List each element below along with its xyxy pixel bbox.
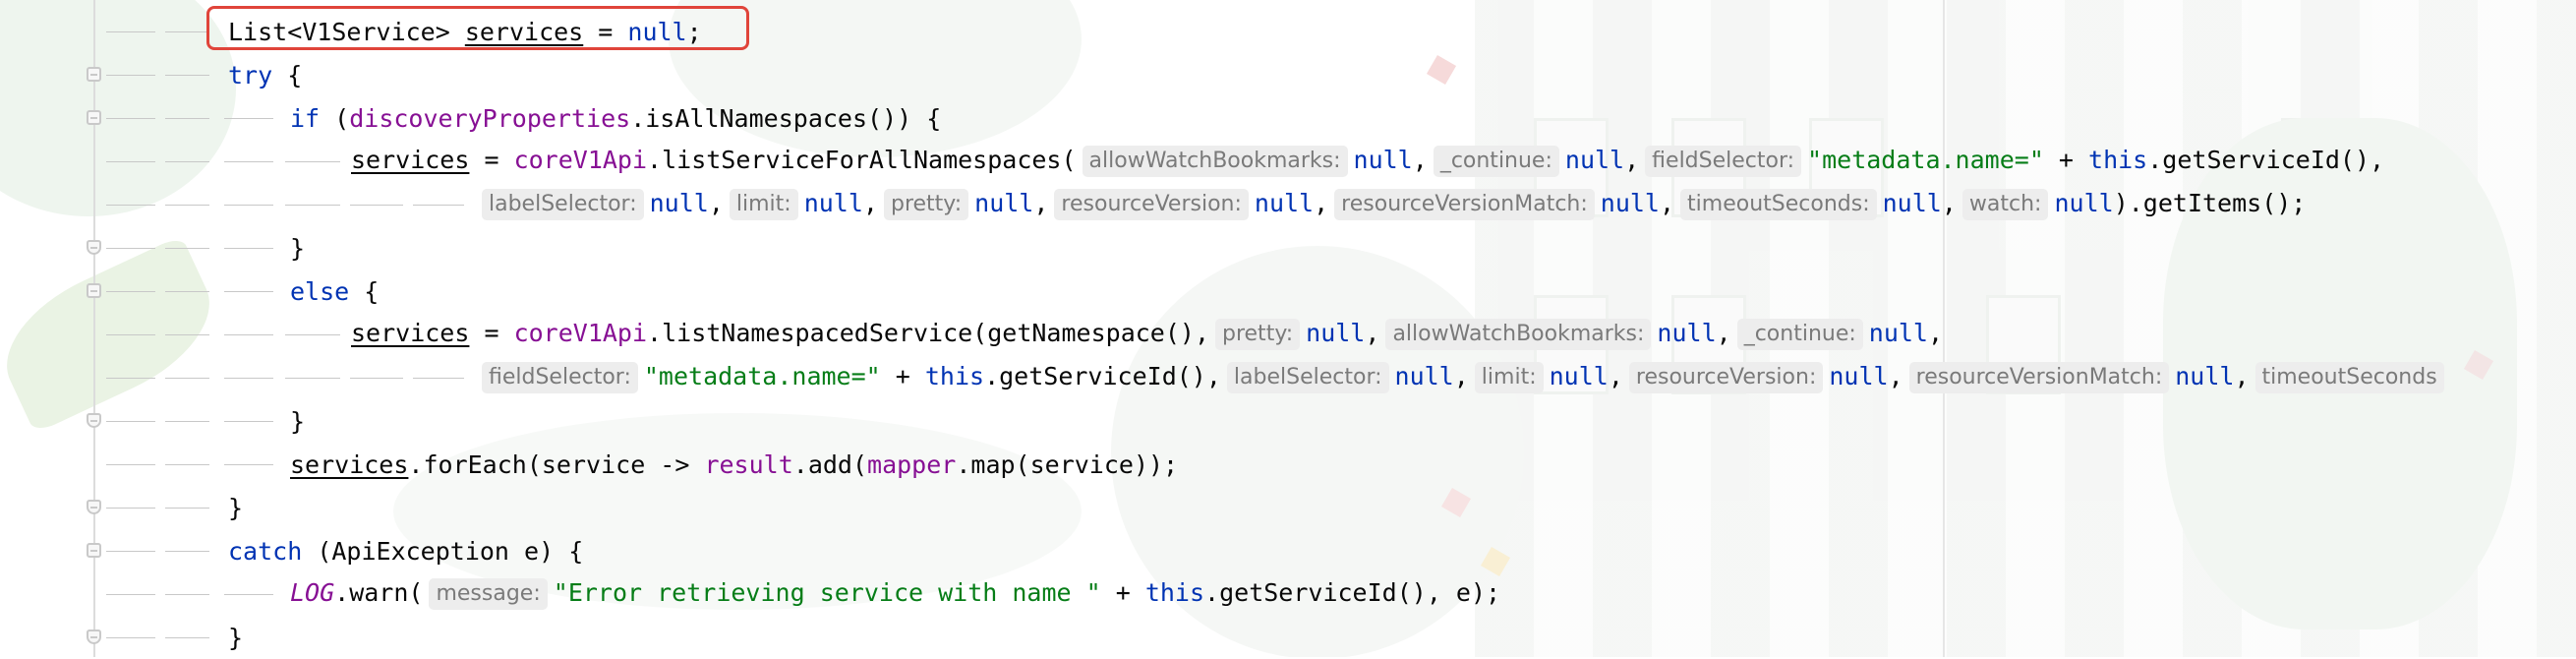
- code-line-6: }: [0, 226, 885, 270]
- gutter-separator: [93, 0, 95, 657]
- parameter-hint: _continue:: [1736, 319, 1863, 350]
- fold-icon[interactable]: [87, 110, 101, 125]
- parameter-hint: allowWatchBookmarks:: [1082, 146, 1348, 177]
- parameter-hint: resourceVersionMatch:: [1334, 189, 1595, 220]
- parameter-hint: _continue:: [1433, 146, 1559, 177]
- code-line-2: try {: [0, 53, 885, 96]
- parameter-hint: limit:: [1474, 362, 1544, 393]
- code-line-5: labelSelector:null,limit:null,pretty:nul…: [0, 183, 2576, 226]
- parameter-hint: labelSelector:: [482, 189, 644, 220]
- code-text: catch (ApiException e) {: [228, 536, 584, 566]
- parameter-hint: labelSelector:: [1226, 362, 1389, 393]
- highlight-annotation-box: [206, 6, 749, 50]
- code-text: LOG.warn(message:"Error retrieving servi…: [290, 578, 1500, 610]
- code-line-3: if (discoveryProperties.isAllNamespaces(…: [0, 96, 1180, 140]
- right-margin-guide: [1943, 0, 1945, 657]
- code-text: services = coreV1Api.listNamespacedServi…: [351, 319, 1943, 350]
- code-line-11: services.forEach(service -> result.add(m…: [0, 443, 1376, 486]
- fold-icon[interactable]: [87, 413, 101, 428]
- parameter-hint: fieldSelector:: [1645, 146, 1802, 177]
- parameter-hint: timeoutSeconds: [2254, 362, 2444, 393]
- parameter-hint: pretty:: [1215, 319, 1301, 350]
- parameter-hint: resourceVersionMatch:: [1908, 362, 2170, 393]
- code-line-7: else {: [0, 270, 885, 313]
- parameter-hint: resourceVersion:: [1054, 189, 1249, 220]
- code-text: }: [228, 493, 244, 522]
- fold-icon[interactable]: [87, 67, 101, 82]
- code-line-12: }: [0, 486, 885, 529]
- code-text: List<V1Service> services = null;: [228, 17, 702, 46]
- code-text: }: [228, 623, 244, 652]
- parameter-hint: message:: [429, 578, 548, 610]
- fold-icon[interactable]: [87, 500, 101, 514]
- parameter-hint: resourceVersion:: [1628, 362, 1824, 393]
- code-text: services = coreV1Api.listServiceForAllNa…: [351, 146, 2384, 177]
- code-text: if (discoveryProperties.isAllNamespaces(…: [290, 103, 942, 133]
- code-line-9: fieldSelector:"metadata.name=" + this.ge…: [0, 356, 2576, 399]
- code-text: fieldSelector:"metadata.name=" + this.ge…: [476, 362, 2450, 393]
- code-line-13: catch (ApiException e) {: [0, 529, 885, 572]
- fold-icon[interactable]: [87, 283, 101, 298]
- fold-icon[interactable]: [87, 629, 101, 644]
- code-line-4: services = coreV1Api.listServiceForAllNa…: [0, 140, 2576, 183]
- code-text: }: [290, 233, 306, 263]
- code-line-15: }: [0, 616, 885, 659]
- code-text: labelSelector:null,limit:null,pretty:nul…: [476, 189, 2306, 220]
- code-text: }: [290, 406, 306, 436]
- fold-icon[interactable]: [87, 240, 101, 255]
- code-line-8: services = coreV1Api.listNamespacedServi…: [0, 313, 2576, 356]
- parameter-hint: timeoutSeconds:: [1680, 189, 1877, 220]
- code-line-14: LOG.warn(message:"Error retrieving servi…: [0, 572, 1671, 616]
- code-line-1: List<V1Service> services = null;: [0, 10, 885, 53]
- code-text: services.forEach(service -> result.add(m…: [290, 449, 1179, 479]
- parameter-hint: limit:: [729, 189, 798, 220]
- parameter-hint: watch:: [1961, 189, 2049, 220]
- code-text: else {: [290, 276, 380, 306]
- fold-icon[interactable]: [87, 543, 101, 558]
- parameter-hint: allowWatchBookmarks:: [1385, 319, 1652, 350]
- parameter-hint: pretty:: [883, 189, 969, 220]
- parameter-hint: fieldSelector:: [482, 362, 638, 393]
- code-text: try {: [228, 60, 303, 90]
- code-line-10: }: [0, 399, 885, 443]
